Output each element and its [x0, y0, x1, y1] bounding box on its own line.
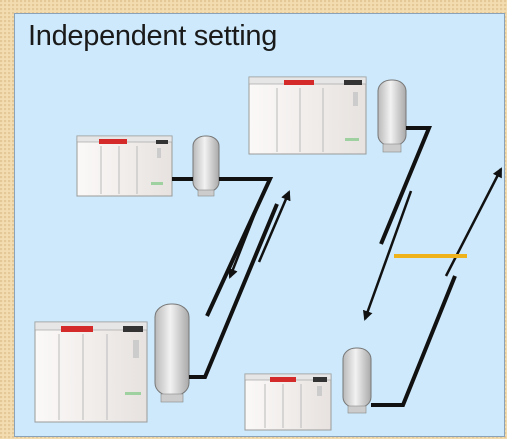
- air-receiver-tank: [342, 347, 372, 409]
- compressor-unit-d: [244, 347, 372, 431]
- control-panel-display: [270, 377, 296, 382]
- pipe: [379, 126, 432, 245]
- compressor-unit-c: [34, 303, 190, 423]
- control-panel-display: [284, 80, 314, 85]
- slide: Independent setting: [14, 13, 505, 437]
- compressor-unit-a: [76, 135, 220, 197]
- control-panel-display: [99, 139, 127, 144]
- pipe: [371, 275, 457, 407]
- arrow-icon: [257, 190, 291, 263]
- air-receiver-tank: [377, 79, 407, 147]
- flow-arrows: [228, 167, 503, 321]
- arrow-icon: [444, 167, 503, 277]
- air-pipes: [172, 126, 457, 407]
- compressor-unit-b: [248, 76, 407, 155]
- compressor-cabinet: [76, 135, 173, 197]
- compressor-cabinet: [34, 321, 148, 423]
- pipe: [189, 203, 279, 379]
- compressor-cabinet: [244, 373, 332, 431]
- arrow-icon: [363, 190, 413, 321]
- slide-title: Independent setting: [28, 20, 278, 52]
- diagram-canvas: [34, 76, 503, 431]
- arrow-icon: [228, 202, 261, 279]
- air-receiver-tank: [192, 135, 220, 193]
- pipe: [205, 177, 274, 317]
- air-receiver-tank: [154, 303, 190, 397]
- control-panel-display: [61, 326, 93, 332]
- compressor-cabinet: [248, 76, 367, 155]
